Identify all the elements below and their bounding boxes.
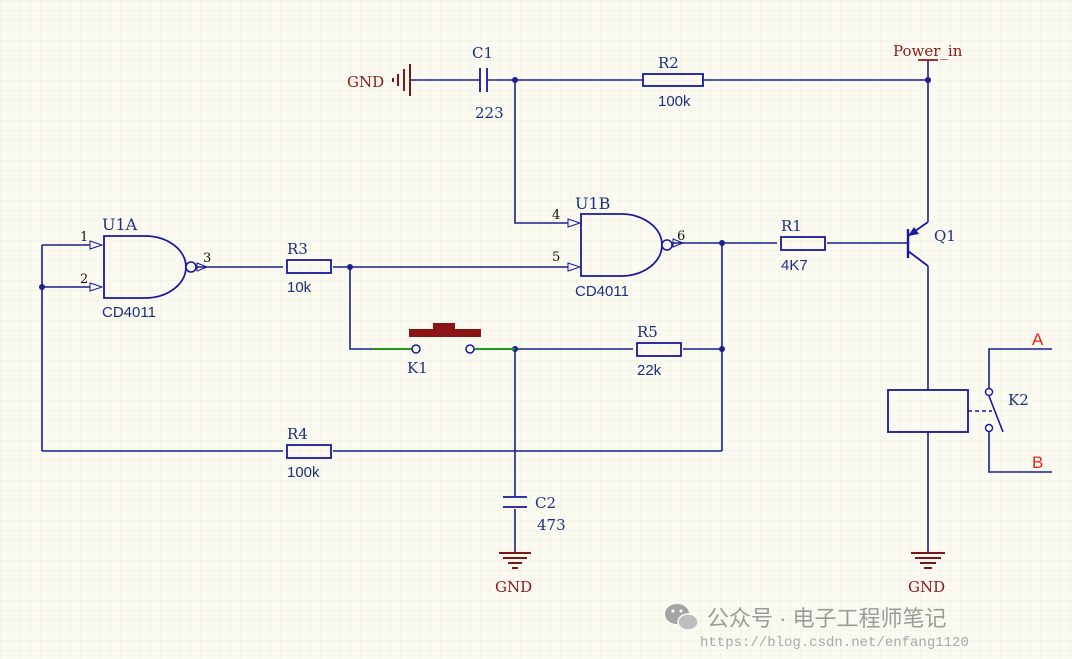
wire-contact-b: [988, 430, 1052, 473]
port-b-label: B: [1032, 453, 1043, 472]
ground-top-bars: [392, 64, 411, 96]
resistor-r4-designator: R4: [287, 425, 308, 443]
resistor-r2: R2 100k: [642, 54, 704, 110]
transistor-q1-arrow: [908, 227, 919, 236]
resistor-r3-designator: R3: [287, 240, 308, 258]
resistor-r5-value: 22k: [637, 362, 662, 379]
resistor-r2-designator: R2: [658, 54, 679, 72]
junction-power: [925, 77, 931, 83]
ground-c2-bars: [499, 552, 531, 569]
gate-u1a-pin1-arrow: [89, 240, 104, 250]
switch-k1-actuator: [409, 329, 481, 337]
ground-top: GND: [347, 64, 437, 96]
gate-u1a-pin2-label: 2: [80, 272, 88, 287]
switch-k1-right-contact: [465, 344, 475, 354]
resistor-r1-body: [780, 236, 826, 251]
switch-k1-designator: K1: [407, 359, 428, 377]
ground-relay-bars: [911, 552, 945, 569]
gate-u1b-pin5-arrow: [567, 262, 582, 272]
resistor-r4: R4 100k: [286, 425, 332, 481]
switch-k1-left-contact: [411, 344, 421, 354]
watermark-account: 公众号 · 电子工程师笔记: [707, 606, 947, 631]
gate-u1a-pin3-arrow: [196, 262, 209, 272]
gate-u1b-pin5-label: 5: [552, 250, 560, 265]
junction-u1b-out: [719, 240, 725, 246]
power-port-label: Power_in: [893, 42, 963, 60]
capacitor-c2: C2 473: [503, 494, 566, 534]
junction-u1a-in: [39, 284, 45, 290]
ground-c2-label: GND: [495, 578, 532, 596]
transistor-q1-designator: Q1: [934, 227, 956, 245]
wechat-icon: [665, 604, 699, 631]
gate-u1a-pin1-label: 1: [80, 230, 88, 245]
gate-u1a: U1A CD4011 1 2 3: [80, 215, 211, 321]
ground-relay-label: GND: [908, 578, 945, 596]
resistor-r1-designator: R1: [781, 217, 802, 235]
gate-u1a-part: CD4011: [102, 304, 156, 321]
gate-u1b-pin6-label: 6: [677, 229, 685, 244]
junction-r5: [719, 346, 725, 352]
capacitor-c1: C1 223: [469, 44, 504, 122]
capacitor-c2-value: 473: [537, 516, 566, 534]
resistor-r3-body: [286, 259, 332, 274]
wire-node-k1: [349, 267, 372, 350]
gate-u1b-pin4-label: 4: [552, 208, 560, 223]
power-port: Power_in: [893, 42, 963, 61]
watermark: 公众号 · 电子工程师笔记 https://blog.csdn.net/enfa…: [665, 604, 969, 651]
gate-u1b: U1B CD4011 4 5 6: [552, 194, 685, 300]
relay-k2-contact-top: [984, 387, 994, 397]
gate-u1b-pin6-arrow: [672, 238, 685, 248]
transistor-q1: Q1: [906, 221, 956, 267]
gate-u1b-bubble: [661, 239, 673, 251]
ground-relay: GND: [908, 552, 945, 596]
junctions: [39, 77, 931, 352]
resistor-r2-body: [642, 73, 704, 87]
resistor-r1: R1 4K7: [780, 217, 826, 274]
relay-k2-contact-bottom: [984, 423, 994, 433]
gate-u1a-designator: U1A: [102, 215, 138, 234]
resistor-r5-body: [636, 342, 682, 357]
resistor-r4-value: 100k: [287, 464, 320, 481]
capacitor-c1-value: 223: [475, 104, 504, 122]
resistor-r2-value: 100k: [658, 93, 691, 110]
wires: [41, 60, 1052, 553]
ground-top-label: GND: [347, 73, 384, 91]
gate-u1a-bubble: [185, 261, 197, 273]
resistor-r3: R3 10k: [286, 240, 332, 296]
gate-u1b-designator: U1B: [575, 194, 610, 213]
relay-k2-blade: [988, 395, 1004, 433]
port-a-label: A: [1032, 330, 1044, 349]
gate-u1b-pin4-arrow: [567, 218, 582, 228]
junction-r3: [347, 264, 353, 270]
capacitor-c1-designator: C1: [472, 44, 493, 62]
switch-k1-cap: [433, 323, 455, 330]
gate-u1a-pin2-arrow: [89, 282, 104, 292]
wire-c1-u1b-pin4: [514, 80, 568, 224]
resistor-r3-value: 10k: [287, 279, 312, 296]
resistor-r1-value: 4K7: [781, 257, 808, 274]
wire-contact-a: [988, 348, 1052, 388]
watermark-url: https://blog.csdn.net/enfang1120: [700, 635, 969, 651]
capacitor-c2-plates: [503, 496, 527, 508]
junction-c1-r2: [512, 77, 518, 83]
relay-k2: K2 A B: [887, 330, 1044, 472]
gate-u1b-part: CD4011: [575, 283, 629, 300]
resistor-r5: R5 22k: [636, 323, 682, 379]
resistor-r4-body: [286, 444, 332, 459]
switch-k1: K1: [372, 323, 515, 377]
ground-c2: GND: [495, 552, 532, 596]
resistor-r5-designator: R5: [637, 323, 658, 341]
relay-k2-designator: K2: [1008, 391, 1029, 409]
capacitor-c2-designator: C2: [535, 494, 556, 512]
transistor-q1-collector: [907, 250, 929, 267]
gate-u1a-pin3-label: 3: [203, 251, 211, 266]
